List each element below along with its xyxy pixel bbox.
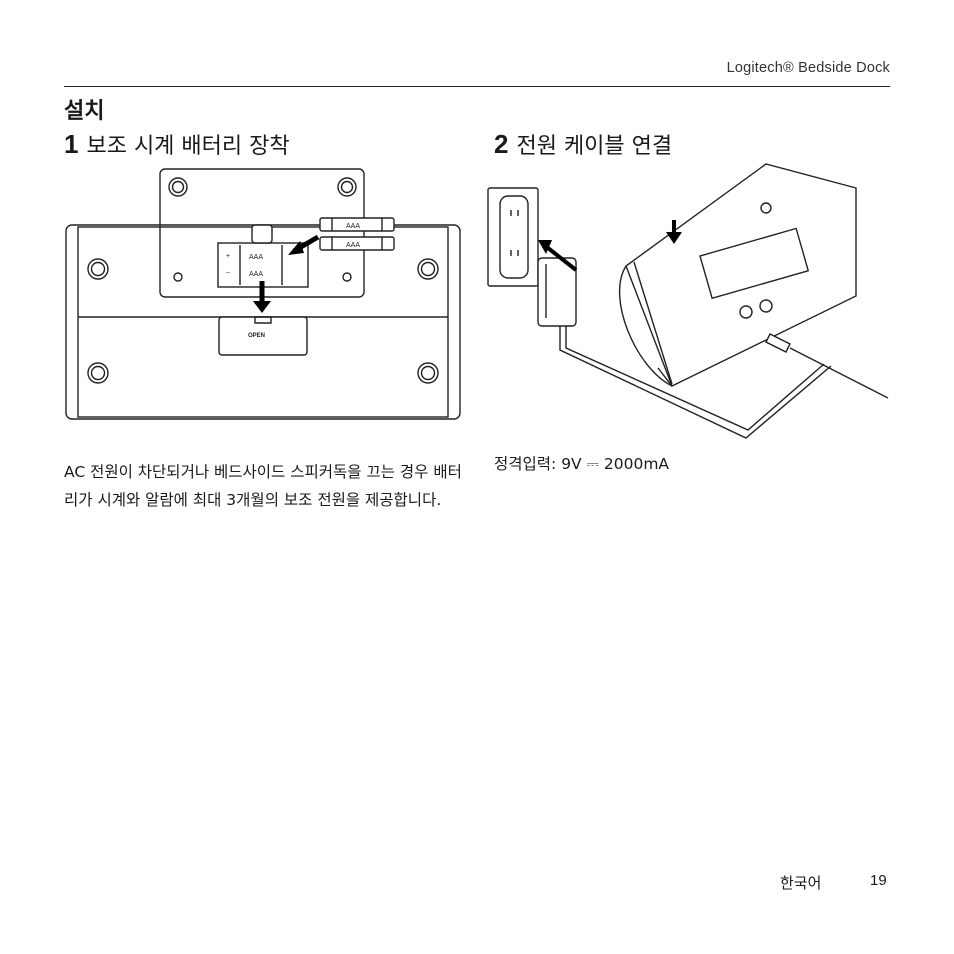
plus-sign: + [226,253,230,260]
battery-loose-1 [319,217,395,232]
battery-label-1: AAA [249,254,263,261]
page-number: 19 [870,872,887,889]
header-title: Logitech® Bedside Dock [726,60,890,76]
battery-description: AC 전원이 차단되거나 베드사이드 스피커독을 끄는 경우 배터리가 시계와 … [64,463,462,509]
outlet-arrow [546,246,578,272]
battery-install-illustration: AAA AAA AAA AAA + − OPEN [65,168,461,420]
step-2-number: 2 [494,129,509,159]
power-cable-illustration [487,163,889,439]
minus-sign: − [226,270,230,277]
power-rating: 정격입력: 9V ⎓ 2000mA [494,455,670,473]
battery-label-4: AAA [346,242,360,249]
section-title: 설치 [64,99,105,124]
step-1-number: 1 [64,129,79,159]
step-2-heading: 2 전원 케이블 연결 [494,128,672,160]
power-adapter [537,257,577,327]
footer-language: 한국어 [780,874,822,892]
dock-body [625,163,857,387]
step-1-heading: 1 보조 시계 배터리 장착 [64,128,290,160]
battery-loose-2 [319,236,395,251]
battery-label-2: AAA [249,271,263,278]
dock-display [699,227,810,300]
wall-outlet [487,187,539,287]
power-cable [559,326,832,439]
page-header: Logitech® Bedside Dock [64,60,890,87]
battery-label-3: AAA [346,223,360,230]
step-2-title: 전원 케이블 연결 [516,134,673,159]
cover-label: OPEN [248,333,265,339]
step-1-title: 보조 시계 배터리 장착 [86,134,290,159]
